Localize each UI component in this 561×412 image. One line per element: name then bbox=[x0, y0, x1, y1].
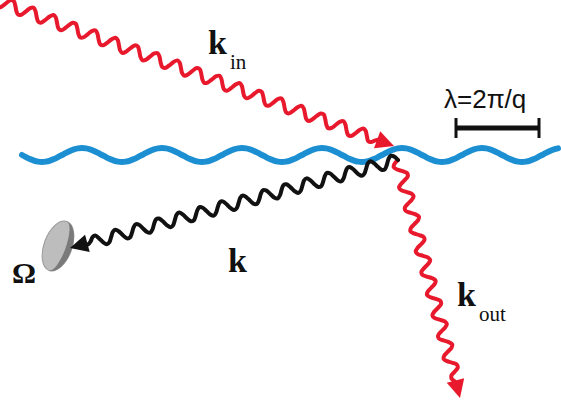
incoming-ray-head bbox=[374, 131, 394, 148]
scale-bar bbox=[455, 126, 540, 131]
outgoing-ray-head bbox=[447, 378, 464, 398]
scattered-ray-head bbox=[70, 235, 90, 252]
wavevector-symbol: k bbox=[457, 278, 476, 312]
outgoing-ray-line bbox=[394, 160, 458, 384]
scale-tick bbox=[455, 118, 458, 138]
scattered-ray-line bbox=[84, 156, 398, 245]
wavevector-symbol: k bbox=[228, 244, 247, 278]
solid-angle-symbol: Ω bbox=[12, 258, 36, 288]
wavelength-label: λ=2π/q bbox=[444, 86, 526, 112]
scale-tick bbox=[538, 118, 541, 138]
outgoing-ray bbox=[394, 160, 465, 398]
wavevector-symbol: k bbox=[208, 26, 227, 60]
surface-wave-line bbox=[22, 148, 558, 162]
wavevector-subscript: in bbox=[230, 52, 246, 73]
rays bbox=[0, 0, 464, 398]
incoming-ray bbox=[0, 0, 394, 148]
scattered-ray bbox=[70, 156, 398, 252]
wavelength-bar bbox=[455, 118, 540, 138]
surface-wave bbox=[22, 148, 558, 162]
wavevector-subscript: out bbox=[479, 304, 506, 325]
incoming-ray-line bbox=[0, 0, 380, 142]
